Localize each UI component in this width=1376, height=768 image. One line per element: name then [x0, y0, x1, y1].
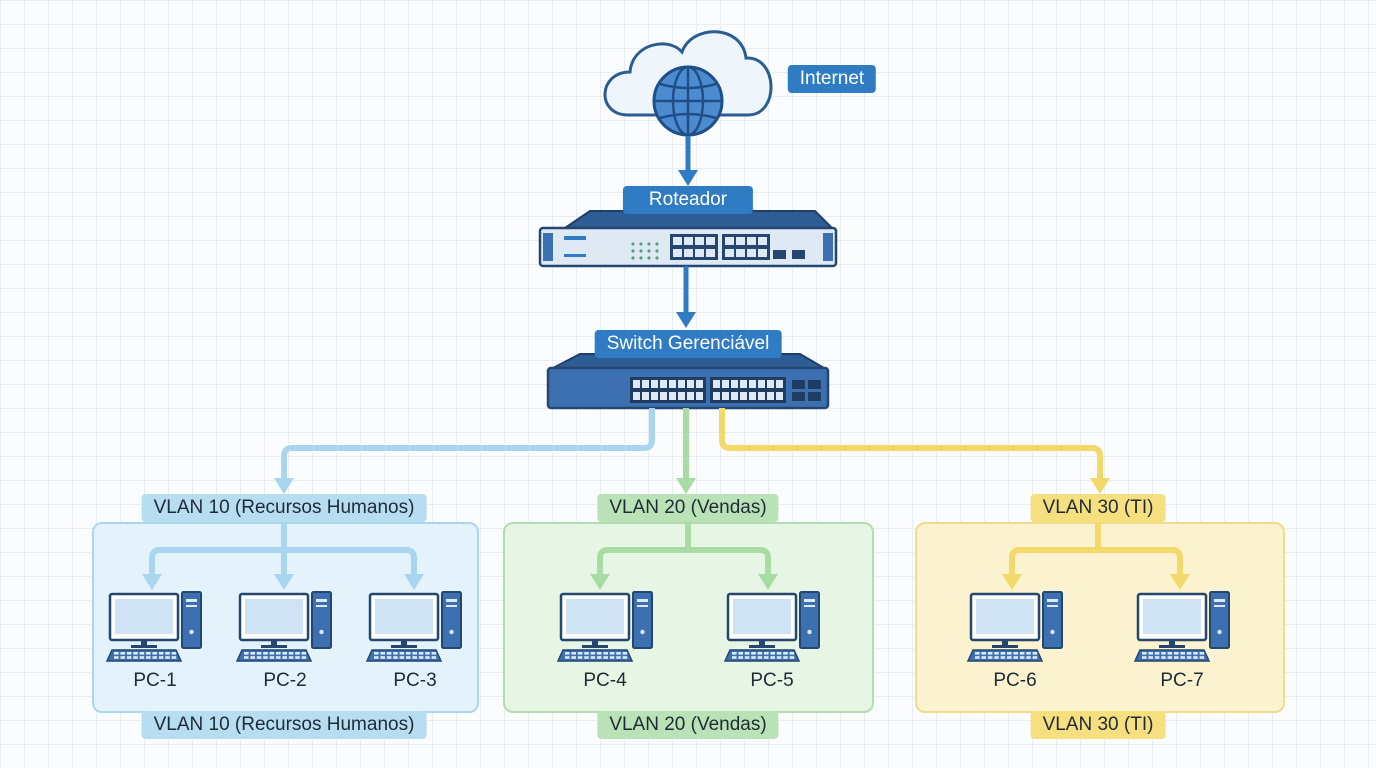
router-label: Roteador — [622, 186, 754, 214]
vlan-20-top-label: VLAN 20 (Vendas) — [597, 494, 779, 522]
vlan-10-bottom-label: VLAN 10 (Recursos Humanos) — [141, 711, 427, 739]
pc-label: PC-1 — [133, 670, 177, 691]
pc-label: PC-4 — [583, 670, 627, 691]
desktop-pc-icon — [556, 591, 653, 662]
vlan-30-links — [1002, 522, 1190, 590]
internet-label: Internet — [787, 65, 877, 93]
pc-label: PC-2 — [263, 670, 307, 691]
desktop-pc-icon — [966, 591, 1063, 662]
globe-icon — [652, 65, 724, 137]
vlan-10-top-label: VLAN 10 (Recursos Humanos) — [141, 494, 427, 522]
vlan-30-bottom-label: VLAN 30 (TI) — [1030, 711, 1166, 739]
desktop-pc-icon — [1133, 591, 1230, 662]
pc-label: PC-5 — [750, 670, 794, 691]
pc-label: PC-6 — [993, 670, 1037, 691]
vlan-10-links — [142, 522, 424, 590]
desktop-pc-icon — [105, 591, 202, 662]
pc-label: PC-7 — [1160, 670, 1204, 691]
vlan-20-bottom-label: VLAN 20 (Vendas) — [597, 711, 779, 739]
switch-label: Switch Gerenciável — [594, 330, 782, 358]
desktop-pc-icon — [365, 591, 462, 662]
vlan-20-links — [590, 522, 778, 590]
desktop-pc-icon — [723, 591, 820, 662]
pc-label: PC-3 — [393, 670, 437, 691]
switch-icon — [546, 353, 830, 410]
desktop-pc-icon — [235, 591, 332, 662]
vlan-30-top-label: VLAN 30 (TI) — [1030, 494, 1166, 522]
router-icon — [538, 210, 838, 268]
